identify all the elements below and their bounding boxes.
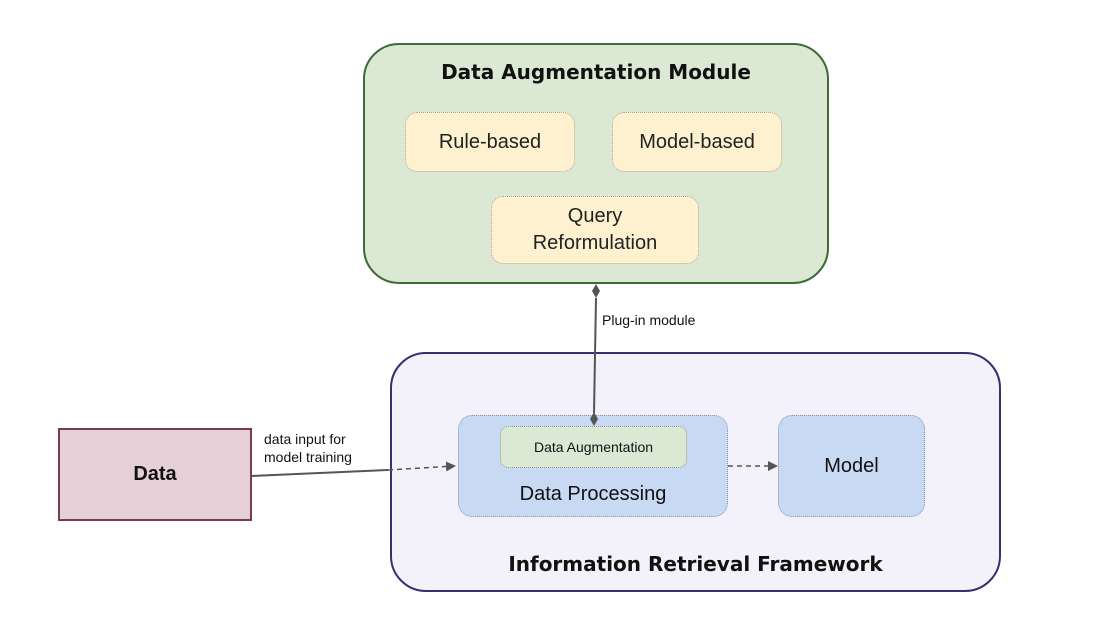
data-input-connector <box>251 461 456 477</box>
plugin-diamond-top-icon <box>592 284 600 298</box>
data-source-box: Data <box>58 428 252 521</box>
plugin-line <box>593 297 597 414</box>
model-based-method: Model-based <box>612 112 782 172</box>
plugin-connector <box>590 284 600 426</box>
data-input-solid-line <box>251 469 389 477</box>
query-reformulation-line-1: Query <box>567 205 623 227</box>
data-augmentation-component: Data Augmentation <box>500 426 687 468</box>
data-input-dashed-arrow <box>387 461 456 472</box>
plugin-module-label: Plug-in module <box>602 312 696 328</box>
model-box: Model <box>778 415 925 517</box>
plugin-diamond-bottom-icon <box>590 412 598 426</box>
edge-label-line-2: model training <box>264 449 352 466</box>
data-input-edge-label: data input for model training <box>264 430 352 466</box>
query-reformulation-line-2: Reformulation <box>532 232 658 254</box>
rule-based-method: Rule-based <box>405 112 575 172</box>
query-reformulation-method: Query Reformulation <box>491 196 699 264</box>
data-processing-label: Data Processing <box>519 483 667 505</box>
framework-title: Information Retrieval Framework <box>508 552 883 576</box>
edge-label-line-1: data input for <box>264 431 346 447</box>
augmentation-module-title: Data Augmentation Module <box>441 60 751 84</box>
